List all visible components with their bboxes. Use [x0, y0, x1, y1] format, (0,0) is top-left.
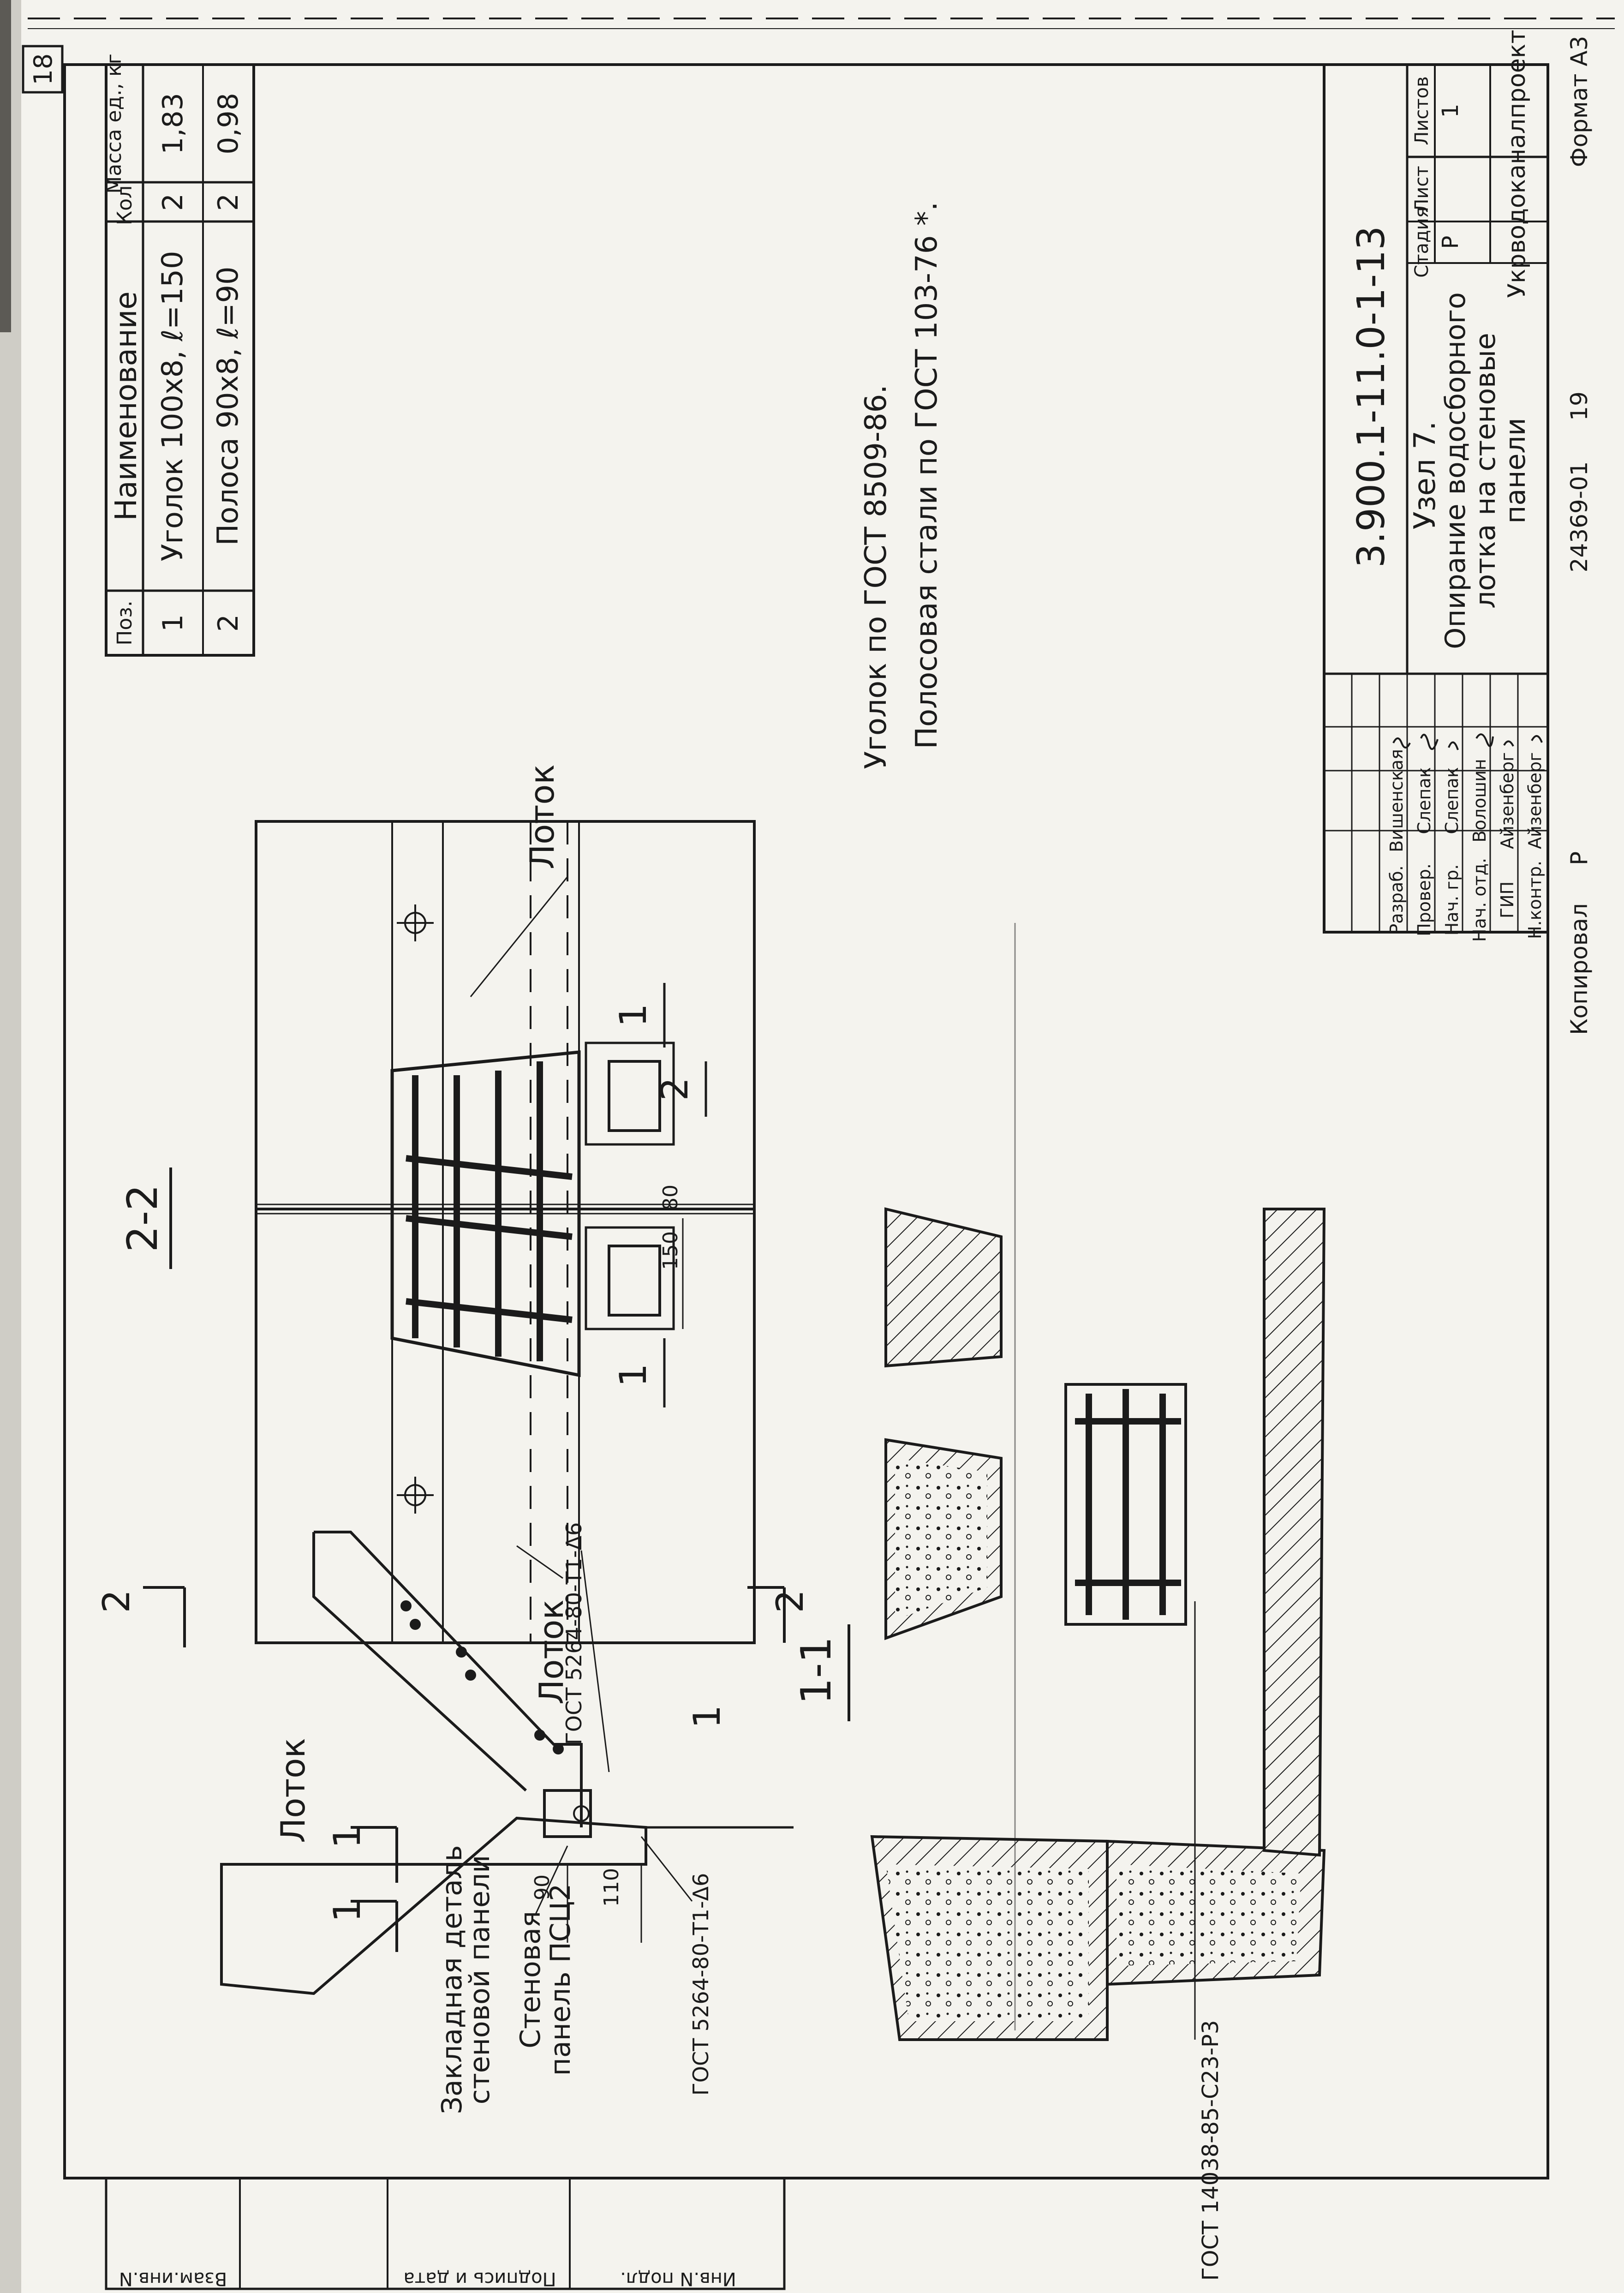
spec-row1-qty: 2	[157, 193, 189, 211]
panel-label-2: панель ПСЦ2	[544, 1884, 577, 2076]
spec-header-name: Наименование	[109, 291, 143, 521]
role-6-name: Айзенберг	[1525, 752, 1545, 849]
stamp-vzam: Взам.инв.N	[119, 2268, 227, 2289]
stamp-inv: Инв.N подл.	[620, 2268, 736, 2289]
weld-label-a: ГОСТ 5264-80-Т1-Δ6	[561, 1522, 586, 1745]
dim-90: 90	[531, 1874, 554, 1900]
sheet-number-box	[22, 45, 64, 94]
spec-row2-pos: 2	[212, 614, 245, 632]
role-3: Нач. гр.	[1442, 864, 1462, 936]
dim-80: 80	[659, 1185, 682, 1210]
embedded-label-1: Закладная деталь	[436, 1845, 468, 2114]
organization: Укрводоканалпроект	[1503, 30, 1531, 298]
cut-mark-1-bottom: 1	[326, 1899, 369, 1922]
lotok-node-label: Лоток	[274, 1738, 312, 1843]
dim-150: 150	[659, 1231, 682, 1270]
role-4: Нач. отд.	[1469, 858, 1490, 942]
copied-by: Копировал	[1566, 903, 1593, 1035]
stamp-podpis: Подпись и дата	[403, 2268, 556, 2289]
lotok-label-top: Лоток	[523, 764, 561, 869]
dim-110: 110	[600, 1868, 623, 1907]
stage-header-list: Лист	[1411, 166, 1433, 212]
cut-mark-2: 2	[95, 1590, 138, 1613]
role-1: Разраб.	[1386, 865, 1407, 934]
spec-row2-qty: 2	[212, 193, 245, 211]
gost-panel: ГОСТ 14038-85-С23-Р3	[1198, 2020, 1224, 2281]
spec-table: Масса ед., кг Кол. Наименование Поз. 1,8…	[102, 54, 255, 657]
spec-header-qty: Кол.	[113, 179, 137, 225]
sheet-number: 18	[29, 54, 58, 85]
scan-edge	[0, 0, 21, 2293]
copier-mark: Р	[1566, 851, 1593, 865]
role-2-name: Слепак	[1414, 767, 1434, 834]
title-line-1: Узел 7.	[1408, 421, 1442, 530]
archive-number: 24369-01	[1566, 461, 1593, 573]
stage-value-listov: 1	[1438, 104, 1463, 118]
pos-2: 2	[653, 1078, 696, 1101]
section-22-title: 2-2	[119, 1185, 167, 1252]
section-1-1: 1-1 ГОСТ 14038-85-С23-Р3	[792, 923, 1326, 2281]
role-2: Провер.	[1414, 863, 1434, 936]
role-6: Н.контр.	[1525, 861, 1545, 939]
spec-row1-name: Уголок 100х8, ℓ=150	[155, 251, 189, 562]
role-5-name: Айзенберг	[1497, 752, 1517, 849]
title-line-2: Опирание водосборного	[1439, 292, 1472, 649]
spec-row1-pos: 1	[157, 614, 189, 632]
lotok-label-bottom: Лоток	[532, 1599, 571, 1705]
doc-code: 3.900.1-11.0-1-13	[1349, 226, 1393, 568]
spec-row2-name: Полоса 90х8, ℓ=90	[211, 267, 245, 546]
spec-row2-mass: 0,98	[212, 93, 245, 155]
archive-suffix: 19	[1566, 391, 1593, 421]
stage-header-stadiya: Стадия	[1411, 207, 1433, 277]
panel-label-1: Стеновая	[514, 1911, 547, 2048]
note-2: Полосовая стали по ГОСТ 103-76 *.	[910, 202, 944, 749]
signature-marks	[1392, 733, 1543, 750]
notes: Уголок по ГОСТ 8509-86. Полосовая стали …	[859, 202, 944, 769]
side-stamp: Взам.инв.N Подпись и дата Инв.N подл.	[105, 2177, 786, 2290]
pos-1-a: 1	[612, 1004, 655, 1027]
sheet-frame	[63, 63, 1549, 2179]
node-detail: Лоток Закладная деталь стеновой панели С…	[95, 1522, 812, 2114]
cut-mark-2-bottom: 2	[769, 1590, 812, 1613]
title-block: 3.900.1-11.0-1-13 Узел 7. Опирание водос…	[1323, 30, 1549, 942]
stage-header-listov: Листов	[1411, 76, 1433, 145]
note-1: Уголок по ГОСТ 8509-86.	[859, 384, 893, 769]
title-line-4: панели	[1499, 418, 1532, 523]
role-4-name: Волошин	[1469, 759, 1490, 842]
section-2-2: 2-2 150 8	[119, 764, 756, 1705]
cut-mark-1-top: 1	[326, 1825, 369, 1849]
spec-row1-mass: 1,83	[157, 93, 189, 155]
pos-1-node: 1	[686, 1705, 728, 1729]
stage-value-stadiya: Р	[1438, 236, 1463, 249]
section-11-title: 1-1	[792, 1637, 841, 1705]
role-5: ГИП	[1497, 881, 1517, 918]
spec-header-mass: Масса ед., кг	[102, 54, 126, 193]
spec-header-pos: Поз.	[113, 600, 137, 645]
pos-1-b: 1	[612, 1364, 655, 1387]
format-label: Формат А3	[1566, 36, 1593, 168]
weld-label-b: ГОСТ 5264-80-Т1-Δ6	[688, 1873, 713, 2096]
embedded-label-2: стеновой панели	[464, 1855, 496, 2104]
role-3-name: Слепак	[1442, 767, 1462, 834]
title-line-3: лотка на стеновые	[1469, 333, 1502, 609]
role-1-name: Вишенская	[1386, 749, 1407, 852]
